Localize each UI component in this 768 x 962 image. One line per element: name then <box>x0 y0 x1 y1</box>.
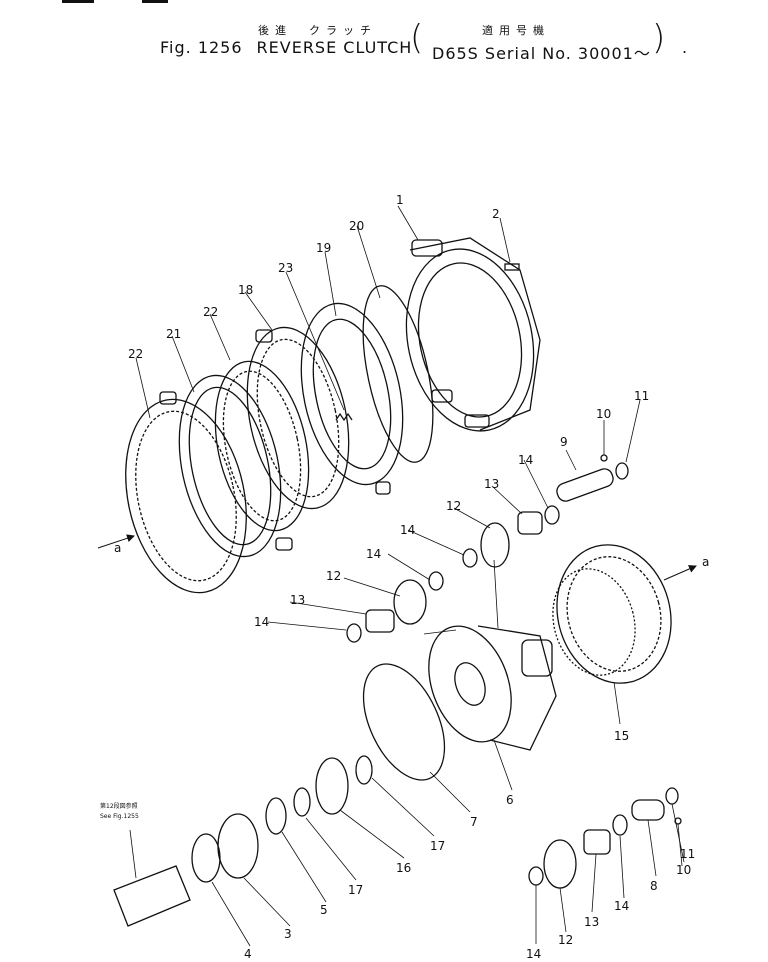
part-14-thrust-washer <box>544 505 560 525</box>
callout-19: 19 <box>316 241 331 255</box>
callout-17-a: 17 <box>348 883 363 897</box>
reference-note: See Fig.1255 <box>100 813 139 820</box>
callout-18: 18 <box>238 283 253 297</box>
callout-22-upper: 22 <box>203 305 218 319</box>
part-17-snap-ring-b <box>355 755 373 785</box>
part-14-thrust-washer-d <box>346 623 362 643</box>
callout-11-lower: 11 <box>680 847 695 861</box>
callout-3: 3 <box>284 927 292 941</box>
callout-11-upper: 11 <box>634 389 649 403</box>
callout-14-a: 14 <box>518 453 533 467</box>
section-a-right: a <box>702 555 709 569</box>
part-1-housing <box>405 237 541 432</box>
part-15-ring-gear <box>552 544 672 684</box>
callout-14-d: 14 <box>254 615 269 629</box>
input-shaft <box>113 865 191 927</box>
part-5-snap-ring <box>265 797 287 835</box>
japanese-applicable-label: 適用号機 <box>482 24 550 37</box>
callout-13-c: 13 <box>584 915 599 929</box>
part-10-ball-upper <box>600 454 608 462</box>
callout-9: 9 <box>560 435 568 449</box>
callout-10-lower: 10 <box>676 863 691 877</box>
end-dot: . <box>682 38 688 57</box>
part-20-seal-ring <box>362 285 434 463</box>
callout-16: 16 <box>396 861 411 875</box>
close-paren: ) <box>652 18 666 58</box>
callout-17-b: 17 <box>430 839 445 853</box>
callout-22-lower: 22 <box>128 347 143 361</box>
callout-14-b: 14 <box>400 523 415 537</box>
figure-name: REVERSE CLUTCH <box>256 38 413 57</box>
callout-7: 7 <box>470 815 478 829</box>
callout-14-e: 14 <box>614 899 629 913</box>
part-12-pinion-gear <box>480 522 510 568</box>
part-14-thrust-washer-e <box>612 814 628 836</box>
part-11-snap-ring-upper <box>615 462 629 480</box>
callout-5: 5 <box>320 903 328 917</box>
part-13-needle-bearing-c <box>583 829 611 855</box>
figure-header: 後進 クラッチ 適用号機 Fig. 1256 REVERSE CLUTCH ( D… <box>0 0 768 80</box>
header-rule-left <box>62 0 94 3</box>
part-8-shaft <box>631 799 665 821</box>
part-22-disc-front <box>125 398 247 594</box>
callout-10-upper: 10 <box>596 407 611 421</box>
callout-14-f: 14 <box>526 947 541 961</box>
part-14-thrust-washer-b <box>462 548 478 568</box>
callout-6: 6 <box>506 793 514 807</box>
part-14-thrust-washer-f <box>528 866 544 886</box>
serial-range: D65S Serial No. 30001～ <box>432 44 651 63</box>
part-12-pinion-gear-c <box>543 839 577 889</box>
part-19-piston <box>300 302 404 495</box>
callout-8: 8 <box>650 879 658 893</box>
part-6-carrier <box>428 625 557 751</box>
callout-12-b: 12 <box>326 569 341 583</box>
part-3-sun-gear <box>217 813 259 879</box>
figure-number: Fig. 1256 <box>160 38 243 57</box>
section-arrow-left <box>97 534 135 549</box>
section-a-left: a <box>114 541 121 555</box>
part-11-snap-ring-lower <box>665 787 679 805</box>
callout-4: 4 <box>244 947 252 961</box>
part-18-separator-plate <box>246 326 350 510</box>
callout-21: 21 <box>166 327 181 341</box>
callout-2: 2 <box>492 207 500 221</box>
reference-note-jp: 第12段図参照 <box>100 802 138 810</box>
callout-13-a: 13 <box>484 477 499 491</box>
leader-lines <box>129 205 685 947</box>
callout-15: 15 <box>614 729 629 743</box>
part-16-gear <box>315 757 349 815</box>
part-9-shaft <box>556 468 614 502</box>
callout-12-c: 12 <box>558 933 573 947</box>
callout-13-b: 13 <box>290 593 305 607</box>
section-arrow-right <box>663 565 697 581</box>
part-21-plate <box>159 374 293 558</box>
part-13-needle-bearing-b <box>365 609 395 633</box>
callout-1: 1 <box>396 193 404 207</box>
callout-14-c: 14 <box>366 547 381 561</box>
part-17-snap-ring <box>293 787 311 817</box>
header-rule-right <box>142 0 168 3</box>
callout-23: 23 <box>278 261 293 275</box>
part-13-needle-bearing <box>517 511 543 535</box>
figure-title: Fig. 1256 REVERSE CLUTCH <box>160 38 426 57</box>
part-4-seal-ring <box>191 833 221 883</box>
part-22-disc-rear <box>214 360 310 532</box>
callout-20: 20 <box>349 219 364 233</box>
part-12-pinion-gear-b <box>393 579 427 625</box>
part-2-pin <box>504 263 520 271</box>
japanese-part-name: 後進 クラッチ <box>258 24 377 37</box>
part-14-thrust-washer-c <box>428 571 444 591</box>
callout-12-a: 12 <box>446 499 461 513</box>
open-paren: ( <box>410 18 424 58</box>
part-7-seal-ring <box>362 663 446 781</box>
part-23-spring <box>335 412 353 422</box>
